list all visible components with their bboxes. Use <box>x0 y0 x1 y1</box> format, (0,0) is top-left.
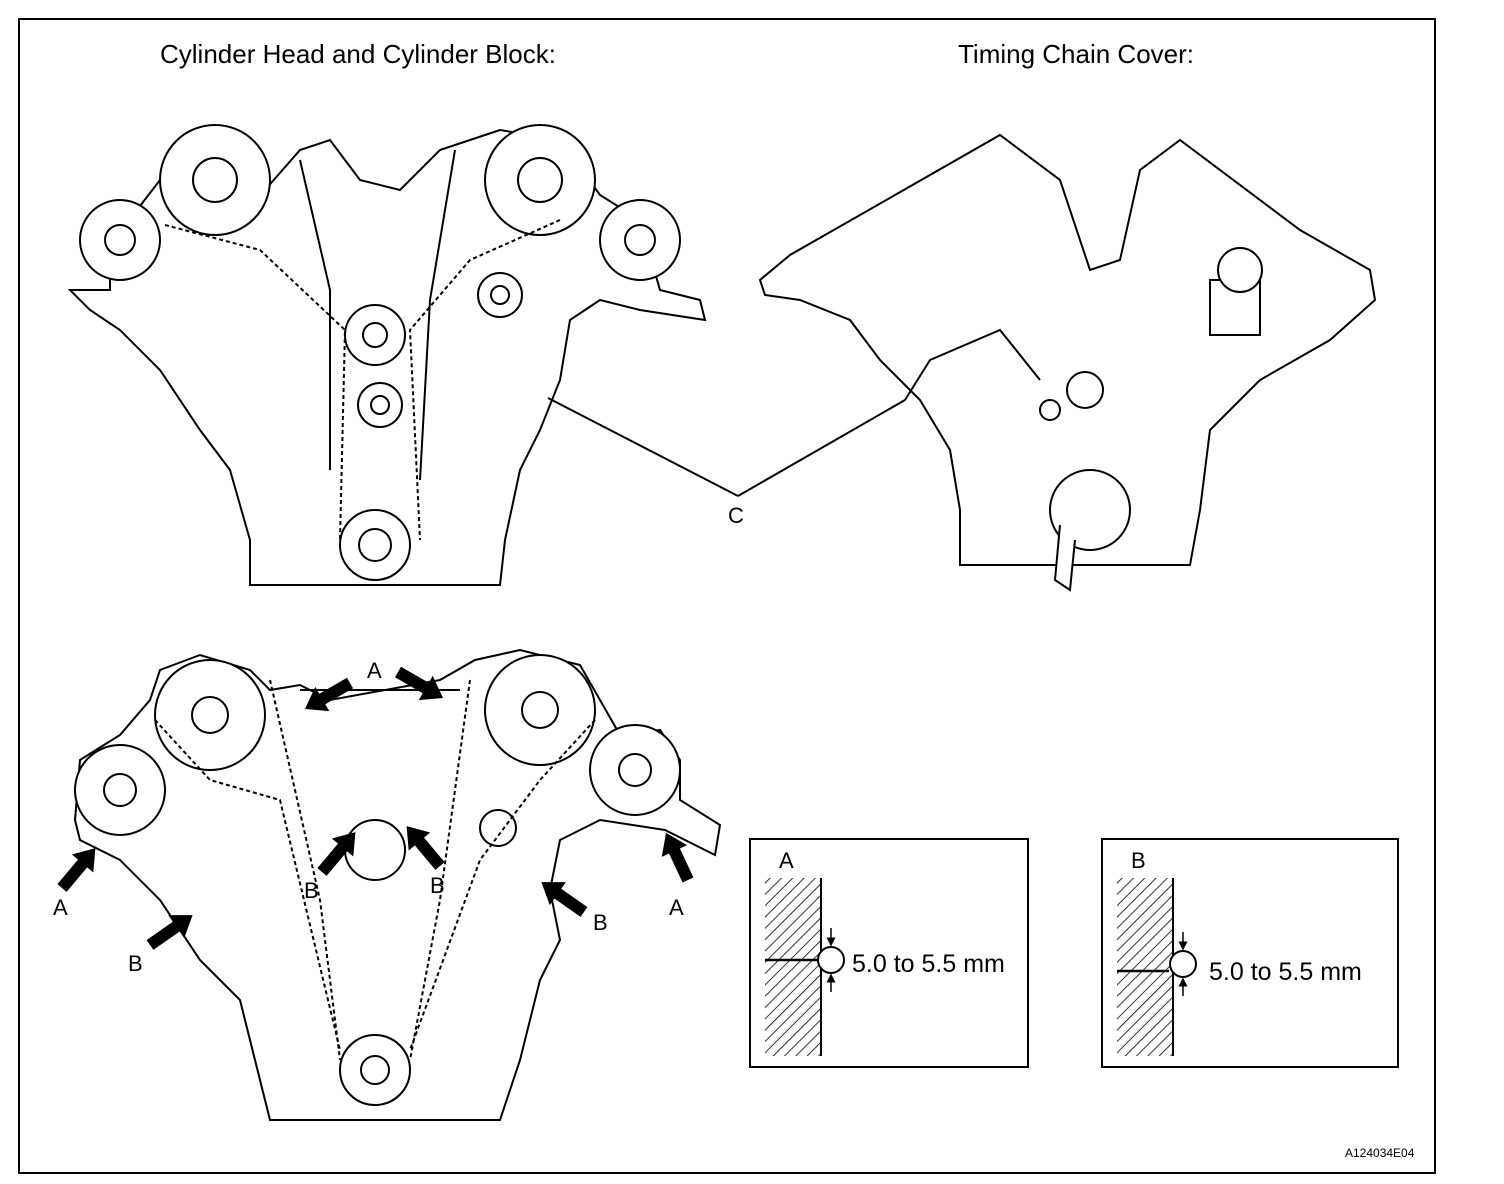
cylinder-head-title: Cylinder Head and Cylinder Block: <box>160 39 556 69</box>
detail-b-dimension: 5.0 to 5.5 mm <box>1209 958 1362 986</box>
callout-a-right-label: A <box>669 895 684 920</box>
arrow-b-center-right <box>406 826 445 870</box>
callout-b-left-label: B <box>128 951 143 976</box>
callout-c-label: C <box>728 503 744 528</box>
figure-reference: A124034E04 <box>1345 1146 1415 1160</box>
arrow-b-center-left <box>317 832 356 876</box>
arrow-b-right <box>541 882 588 917</box>
callout-a-left-label: A <box>53 895 68 920</box>
detail-a-tag: A <box>779 848 794 873</box>
callout-b-center-left-label: B <box>304 878 319 903</box>
engine-front-upper <box>67 124 707 586</box>
callout-b-center-right-label: B <box>430 873 445 898</box>
detail-a-dimension: 5.0 to 5.5 mm <box>852 950 1005 978</box>
arrow-b-left <box>146 915 193 950</box>
figure-frame <box>18 18 1436 1174</box>
detail-b-tag: B <box>1131 848 1146 873</box>
timing-chain-cover-drawing <box>758 133 1377 592</box>
arrow-a-left <box>57 848 96 892</box>
arrow-a-top-left <box>304 677 353 712</box>
detail-a-drawing <box>765 878 845 1056</box>
arrow-a-right <box>661 832 694 883</box>
detail-box-a: A 5.0 to 5.5 mm <box>749 838 1029 1068</box>
engine-front-lower <box>73 648 722 1121</box>
seal-arrows <box>57 666 694 950</box>
arrow-a-top-right <box>395 666 444 701</box>
detail-box-b: B 5.0 to 5.5 mm <box>1101 838 1399 1068</box>
callout-b-right-label: B <box>593 910 608 935</box>
timing-chain-cover-title: Timing Chain Cover: <box>958 39 1195 69</box>
detail-b-drawing <box>1117 878 1197 1056</box>
callout-a-top-label: A <box>367 658 382 683</box>
callout-c-leaders <box>547 397 906 497</box>
